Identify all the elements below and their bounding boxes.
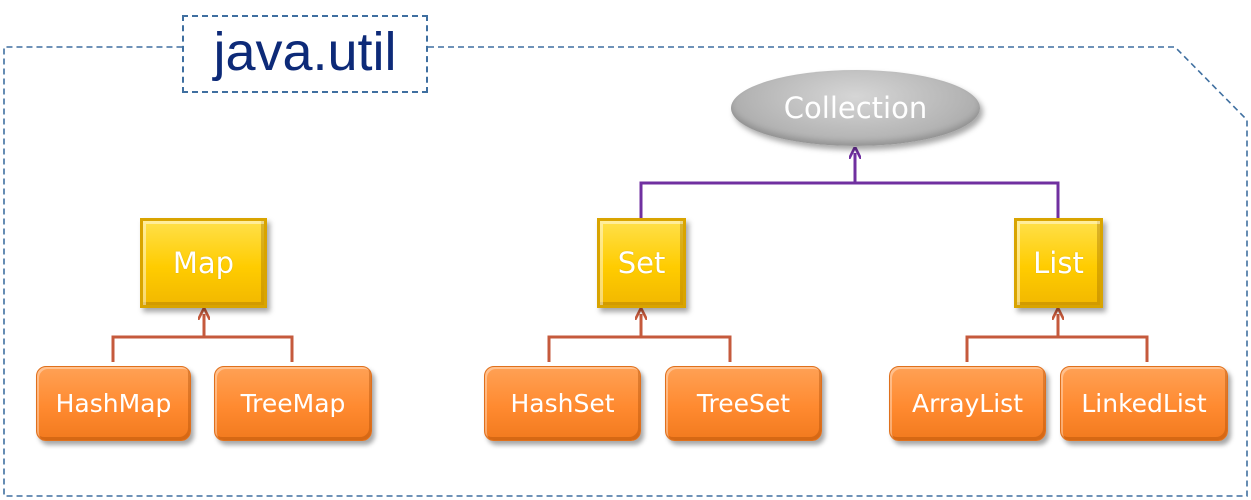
hashset-node: HashSet	[484, 366, 641, 441]
list-to-collection-link	[855, 181, 1060, 218]
treemap-node: TreeMap	[214, 366, 372, 441]
package-label: java.util	[182, 15, 428, 93]
treeset-node: TreeSet	[665, 366, 822, 441]
set-interface-node: Set	[597, 218, 686, 308]
hashmap-to-map-link	[111, 335, 294, 362]
linkedlist-node: LinkedList	[1060, 366, 1228, 441]
package-name: java.util	[213, 22, 397, 82]
set-to-collection-link	[639, 181, 855, 218]
arraylist-to-list-link	[965, 335, 1149, 362]
map-interface-node: Map	[140, 218, 267, 308]
list-interface-node: List	[1014, 218, 1103, 308]
hashset-to-set-link	[547, 335, 732, 362]
hashmap-node: HashMap	[36, 366, 191, 441]
arraylist-node: ArrayList	[889, 366, 1046, 441]
collection-node: Collection	[731, 70, 980, 146]
package-boundary	[3, 46, 1248, 497]
